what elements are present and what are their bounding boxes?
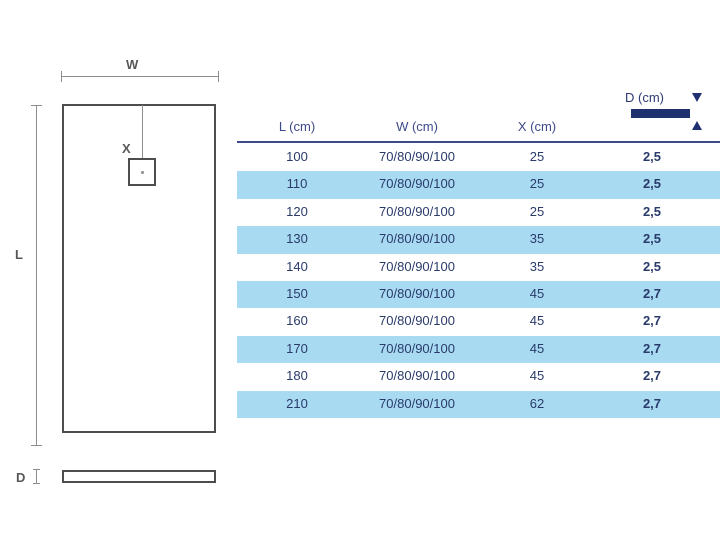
specification-table-panel: D (cm) L (cm) W (cm) X (cm) 100 70/80/90/…	[237, 0, 720, 540]
table-header-divider	[237, 141, 720, 143]
table-cell-w: 70/80/90/100	[379, 258, 455, 274]
table-cell-d: 2,5	[642, 176, 662, 192]
table-cell-w: 70/80/90/100	[379, 313, 455, 329]
column-header-offset: X (cm)	[517, 119, 557, 134]
table-row: 160 70/80/90/100 45 2,7	[237, 308, 720, 335]
table-cell-x: 62	[529, 395, 545, 411]
length-dimension-tick-bottom	[31, 445, 42, 446]
drain-center-point	[141, 171, 144, 174]
table-cell-d: 2,7	[642, 340, 662, 356]
width-dimension-tick-right	[218, 71, 219, 82]
table-cell-x: 45	[529, 313, 545, 329]
table-cell-d: 2,7	[642, 368, 662, 384]
table-body: 100 70/80/90/100 25 2,5 110 70/80/90/100 25 2,5…	[237, 144, 720, 418]
table-cell-w: 70/80/90/100	[379, 203, 455, 219]
arrow-up-icon	[692, 121, 702, 130]
table-cell-d: 2,7	[642, 395, 662, 411]
table-cell-w: 70/80/90/100	[379, 368, 455, 384]
table-cell-d: 2,7	[642, 313, 662, 329]
table-cell-l: 130	[286, 231, 308, 247]
table-row: 130 70/80/90/100 35 2,5	[237, 226, 720, 254]
depth-column-marker: D (cm)	[625, 90, 720, 138]
offset-label: X	[122, 141, 131, 156]
shower-tray-plan-view	[62, 104, 216, 433]
table-row: 120 70/80/90/100 25 2,5	[237, 199, 720, 226]
table-cell-x: 35	[529, 231, 545, 247]
depth-dimension-tick-bottom	[33, 483, 40, 484]
column-header-width: W (cm)	[396, 119, 438, 134]
table-cell-x: 25	[529, 149, 545, 164]
table-cell-l: 210	[286, 395, 308, 411]
length-dimension-line	[36, 105, 37, 445]
column-header-length: L (cm)	[278, 119, 316, 134]
width-dimension-line	[61, 76, 218, 77]
table-cell-x: 45	[529, 340, 545, 356]
arrow-down-icon	[692, 93, 702, 102]
table-cell-w: 70/80/90/100	[379, 176, 455, 192]
table-cell-l: 110	[286, 176, 308, 192]
length-label: L	[15, 247, 23, 262]
table-cell-l: 150	[286, 285, 308, 301]
length-dimension-tick-top	[31, 105, 42, 106]
depth-dimension-line	[36, 469, 37, 484]
table-row: 110 70/80/90/100 25 2,5	[237, 171, 720, 199]
depth-dimension-tick-top	[33, 469, 40, 470]
table-cell-w: 70/80/90/100	[379, 340, 455, 356]
table-cell-w: 70/80/90/100	[379, 395, 455, 411]
table-cell-w: 70/80/90/100	[379, 285, 455, 301]
table-cell-l: 170	[286, 340, 308, 356]
table-cell-d: 2,5	[642, 231, 662, 247]
table-cell-x: 45	[529, 368, 545, 384]
table-cell-w: 70/80/90/100	[379, 149, 455, 164]
table-cell-d: 2,5	[642, 149, 662, 164]
table-row: 210 70/80/90/100 62 2,7	[237, 390, 720, 418]
table-cell-l: 140	[286, 258, 308, 274]
table-row: 180 70/80/90/100 45 2,7	[237, 363, 720, 390]
table-cell-d: 2,7	[642, 285, 662, 301]
technical-drawing-panel: W L X D	[0, 0, 236, 540]
table-cell-d: 2,5	[642, 258, 662, 274]
table-cell-x: 45	[529, 285, 545, 301]
table-cell-x: 25	[529, 203, 545, 219]
table-cell-l: 180	[286, 368, 308, 384]
offset-dimension-line	[142, 105, 143, 172]
depth-thickness-bar	[631, 109, 690, 118]
table-row: 100 70/80/90/100 25 2,5	[237, 144, 720, 171]
table-cell-l: 100	[286, 149, 308, 164]
width-label: W	[126, 57, 139, 72]
table-cell-w: 70/80/90/100	[379, 231, 455, 247]
table-row: 150 70/80/90/100 45 2,7	[237, 280, 720, 309]
depth-label: D	[16, 470, 26, 485]
table-cell-x: 25	[529, 176, 545, 192]
width-dimension-tick-left	[61, 71, 62, 82]
table-cell-x: 35	[529, 258, 545, 274]
table-cell-d: 2,5	[642, 203, 662, 219]
depth-marker-label: D (cm)	[625, 90, 664, 105]
table-cell-l: 160	[286, 313, 308, 329]
table-row: 140 70/80/90/100 35 2,5	[237, 254, 720, 281]
table-cell-l: 120	[286, 203, 308, 219]
table-row: 170 70/80/90/100 45 2,7	[237, 335, 720, 364]
table-header-row: L (cm) W (cm) X (cm)	[237, 115, 720, 141]
shower-tray-side-view	[62, 470, 216, 483]
